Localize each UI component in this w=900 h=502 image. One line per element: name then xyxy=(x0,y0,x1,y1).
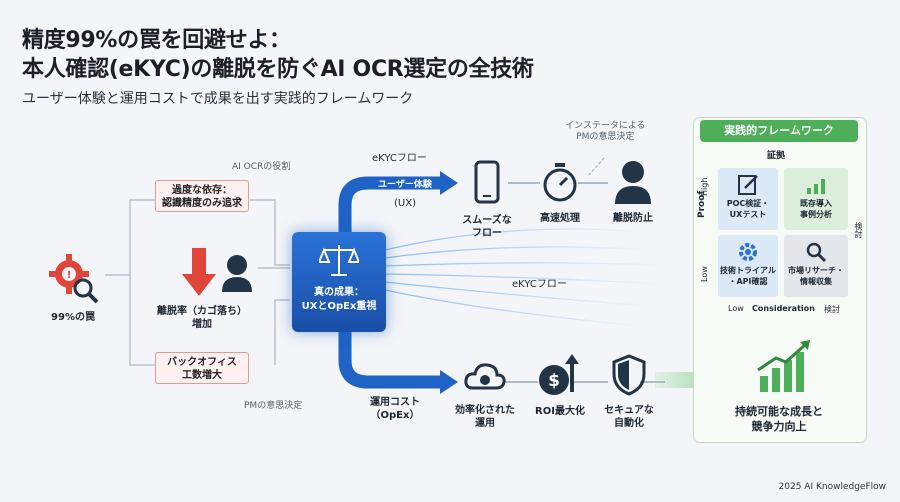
gear-icon xyxy=(739,243,757,261)
ux-band-label: ユーザー体験 xyxy=(378,180,432,190)
quadrant-research-label: 市場リサーチ・ 情報収集 xyxy=(788,266,844,286)
axis-y-low: Low xyxy=(700,266,709,282)
page-title: 精度99%の罠を回避せよ： 本人確認(eKYC)の離脱を防ぐAI OCR選定の全… xyxy=(22,26,534,84)
quadrant-poc: POC検証・ UXテスト xyxy=(718,168,778,230)
magnifier-icon xyxy=(806,242,827,263)
ux-paren-label: (UX) xyxy=(394,198,416,209)
shield-icon xyxy=(612,354,646,396)
page-subtitle: ユーザー体験と運用コストで成果を出す実践的フレームワーク xyxy=(22,91,414,107)
evidence-label: 証拠 xyxy=(767,151,786,161)
smartphone-icon xyxy=(474,160,500,204)
user-icon xyxy=(222,255,252,292)
kento-bottom-label: 検討 xyxy=(824,305,840,314)
core-result-label: 真の成果： UXとOpEx重視 xyxy=(301,287,377,312)
kento-right-label: 検討 xyxy=(854,222,863,238)
roi-icon: $ xyxy=(539,354,579,395)
quadrant-case-study-label: 既存導入 事例分析 xyxy=(800,199,832,219)
stopwatch-icon xyxy=(543,163,577,202)
document-edit-icon xyxy=(738,175,758,195)
ekyc-flow-top-label: eKYCフロー xyxy=(372,153,427,164)
axis-y-high: High xyxy=(700,177,709,196)
roi-label: ROI最大化 xyxy=(535,406,585,417)
framework-title: 実践的フレームワーク xyxy=(700,120,858,142)
svg-text:$: $ xyxy=(548,371,560,391)
growth-chart-icon xyxy=(757,340,810,392)
pm-note-bottom: PMの意思決定 xyxy=(244,401,303,411)
quadrant-trial-label: 技術トライアル ・API確認 xyxy=(720,266,776,286)
quadrant-case-study: 既存導入 事例分析 xyxy=(784,168,848,230)
quadrant-research: 市場リサーチ・ 情報収集 xyxy=(784,235,848,297)
opex-label: 運用コスト （OpEx） xyxy=(370,397,420,421)
svg-text:!: ! xyxy=(67,270,72,281)
scale-icon xyxy=(319,245,359,276)
secure-automation-label: セキュアな 自動化 xyxy=(604,405,654,429)
axis-x-low: Low xyxy=(728,304,744,313)
gear-warning-icon: ! xyxy=(49,254,99,304)
over-reliance-box: 過度な依存： 認識精度のみ追求 xyxy=(155,180,249,212)
quadrant-trial: 技術トライアル ・API確認 xyxy=(718,235,778,297)
cloud-gear-icon xyxy=(464,363,506,390)
trap-label: 99%の罠 xyxy=(51,312,95,323)
title-line-2: 本人確認(eKYC)の離脱を防ぐAI OCR選定の全技術 xyxy=(22,57,534,82)
prevent-dropout-label: 離脱防止 xyxy=(613,213,653,224)
core-result-card: 真の成果： UXとOpEx重視 xyxy=(292,232,386,332)
backoffice-box: バックオフィス 工数増大 xyxy=(155,352,249,384)
efficient-ops-label: 効率化された 運用 xyxy=(455,405,515,429)
result-label: 持続可能な成長と 競争力向上 xyxy=(735,405,823,433)
fast-processing-label: 高速処理 xyxy=(540,213,580,224)
smooth-flow-label: スムーズな フロー xyxy=(462,215,512,239)
bar-chart-icon xyxy=(807,179,825,194)
pm-decision-note: インステータによる PMの意思決定 xyxy=(565,121,646,142)
down-arrow-icon xyxy=(182,248,216,296)
title-line-1: 精度99%の罠を回避せよ： xyxy=(22,28,291,53)
dropout-label: 離脱率（カゴ落ち） 増加 xyxy=(157,306,247,330)
axis-x-label: Consideration xyxy=(752,304,815,313)
quadrant-poc-label: POC検証・ UXテスト xyxy=(726,199,770,219)
user-check-icon xyxy=(615,161,651,204)
ekyc-flow-mid-label: eKYCフロー xyxy=(512,279,567,290)
ai-role-note: AI OCRの役割 xyxy=(232,162,291,172)
footer-credit: 2025 AI KnowledgeFlow xyxy=(778,482,886,492)
